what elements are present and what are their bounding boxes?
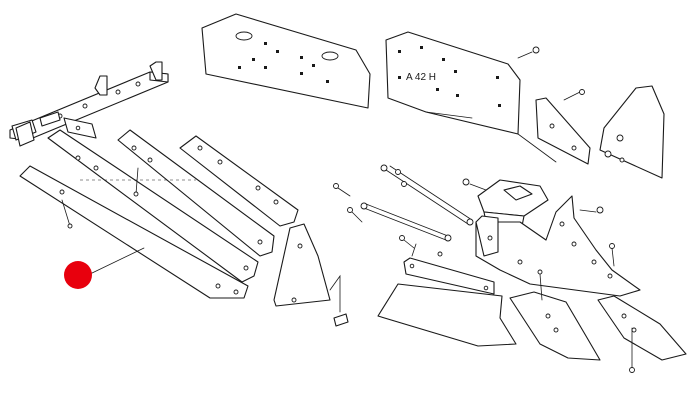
strap-bar-2 bbox=[47, 129, 259, 283]
share-blade-center bbox=[509, 273, 601, 361]
strap-bar-4 bbox=[179, 135, 299, 227]
share-blade-left bbox=[377, 283, 517, 347]
right-brace-small bbox=[535, 89, 591, 165]
small-bolts-cluster bbox=[333, 169, 604, 257]
frog-body bbox=[475, 195, 641, 297]
strap-bolt-mid bbox=[133, 167, 139, 197]
small-link-bar bbox=[403, 243, 495, 295]
strap-bar-3 bbox=[117, 129, 275, 257]
small-mounting-plates bbox=[15, 117, 97, 147]
strap-bar-1 bbox=[19, 165, 249, 299]
reference-marker-dot bbox=[64, 261, 92, 289]
adjust-rod-upper bbox=[380, 164, 474, 226]
right-brace-large bbox=[599, 85, 665, 179]
upper-mounting-plate bbox=[201, 13, 371, 109]
frog-plate: A 42 H bbox=[385, 31, 557, 163]
adjust-rod-lower bbox=[360, 202, 452, 242]
strap-bolt-left bbox=[61, 199, 73, 229]
frog-plate-bolt bbox=[517, 46, 540, 59]
triangular-shin-piece bbox=[273, 223, 349, 327]
part-code-label: A 42 H bbox=[406, 72, 436, 83]
marker-leader-line bbox=[89, 247, 145, 275]
share-blade-right bbox=[597, 295, 687, 373]
frog-bolt bbox=[609, 243, 615, 267]
